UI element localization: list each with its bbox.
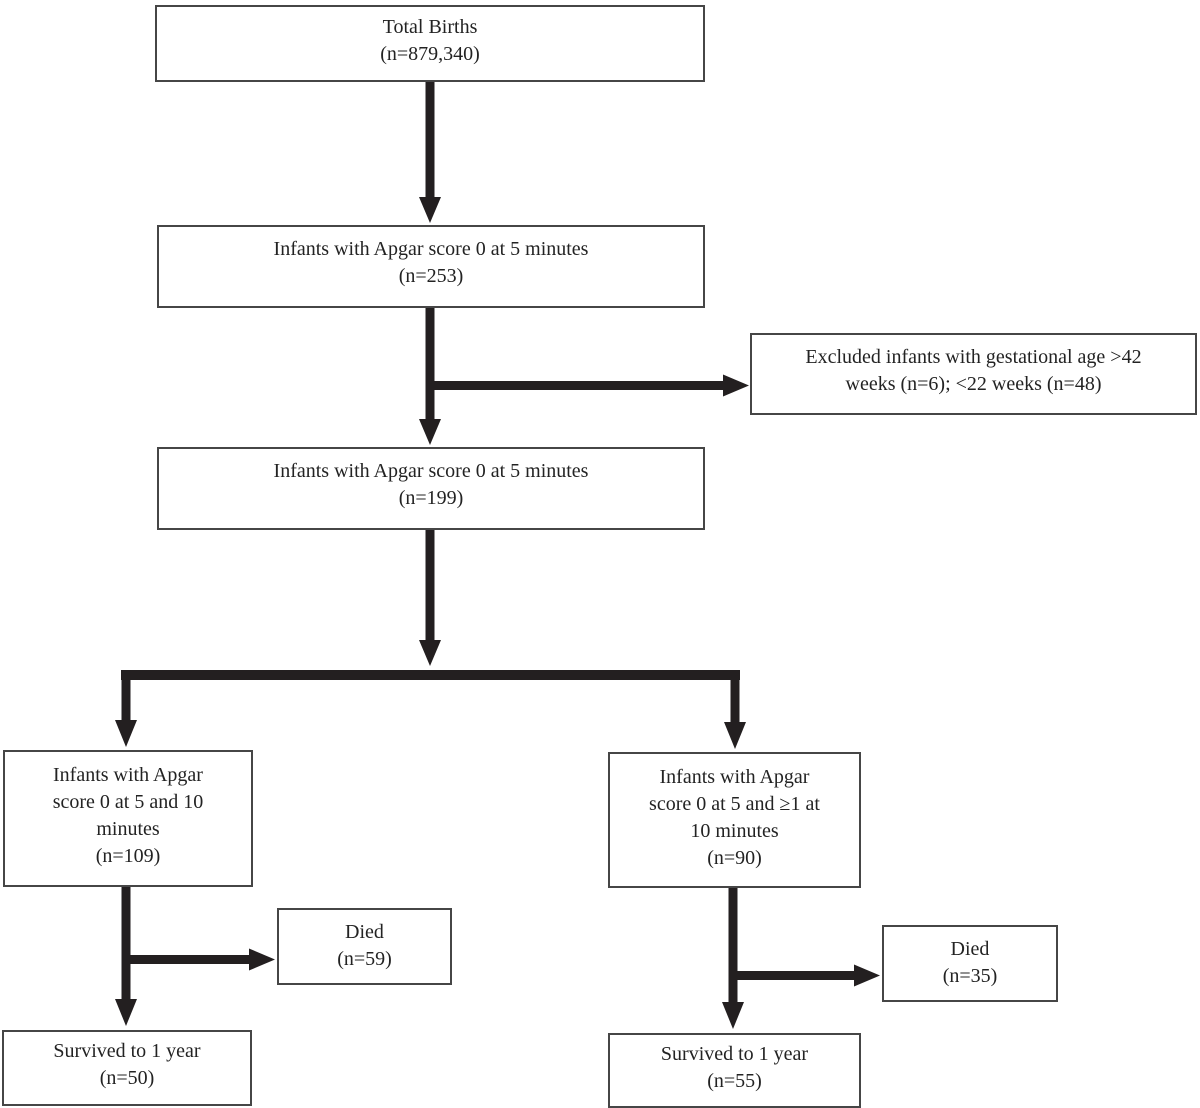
node-count: (n=879,340) bbox=[380, 43, 480, 65]
node-excluded-infants: Excluded infants with gestational age >4… bbox=[750, 333, 1197, 415]
arrow-left-to-died bbox=[121, 948, 275, 971]
node-line: Survived to 1 year bbox=[53, 1040, 201, 1062]
node-count: (n=50) bbox=[99, 1067, 155, 1089]
node-count: (n=253) bbox=[398, 265, 464, 287]
node-survived-left: Survived to 1 year (n=50) bbox=[2, 1030, 252, 1106]
node-apgar0-5-ge1-10: Infants with Apgar score 0 at 5 and ≥1 a… bbox=[608, 752, 861, 888]
arrow-total-to-apgar253 bbox=[419, 82, 441, 223]
arrow-apgar199-to-split bbox=[419, 530, 441, 666]
node-apgar0-5-and-10: Infants with Apgar score 0 at 5 and 10 m… bbox=[3, 750, 253, 887]
node-count: (n=199) bbox=[398, 487, 464, 509]
node-count: (n=90) bbox=[707, 847, 762, 869]
arrow-to-excluded bbox=[425, 374, 749, 397]
arrow-right-to-survived bbox=[722, 888, 744, 1029]
arrow-split-to-right-branch bbox=[724, 670, 746, 749]
node-line: score 0 at 5 and 10 bbox=[52, 791, 204, 813]
node-count: (n=35) bbox=[942, 965, 998, 987]
node-line: Infants with Apgar bbox=[53, 764, 203, 786]
node-line: Died bbox=[950, 938, 990, 960]
node-line: Infants with Apgar score 0 at 5 minutes bbox=[273, 238, 589, 260]
node-survived-right: Survived to 1 year (n=55) bbox=[608, 1033, 861, 1108]
arrow-apgar253-to-apgar199 bbox=[419, 308, 441, 445]
node-apgar0-5min-all: Infants with Apgar score 0 at 5 minutes … bbox=[157, 225, 705, 308]
node-count: (n=55) bbox=[707, 1070, 762, 1092]
arrow-right-to-died bbox=[728, 964, 880, 987]
split-bar bbox=[121, 670, 740, 680]
node-line: weeks (n=6); <22 weeks (n=48) bbox=[845, 373, 1102, 395]
node-line: score 0 at 5 and ≥1 at bbox=[649, 793, 820, 815]
node-died-right: Died (n=35) bbox=[882, 925, 1058, 1002]
node-total-births: Total Births (n=879,340) bbox=[155, 5, 705, 82]
node-count: (n=109) bbox=[95, 845, 161, 867]
arrow-split-to-left-branch bbox=[115, 670, 137, 747]
node-line: Infants with Apgar bbox=[659, 766, 810, 788]
node-line: Excluded infants with gestational age >4… bbox=[805, 346, 1142, 368]
node-line: Survived to 1 year bbox=[660, 1043, 809, 1065]
node-line: Infants with Apgar score 0 at 5 minutes bbox=[273, 460, 589, 482]
node-died-left: Died (n=59) bbox=[277, 908, 452, 985]
node-line: Died bbox=[345, 921, 384, 943]
node-line: minutes bbox=[96, 818, 160, 840]
node-count: (n=59) bbox=[337, 948, 392, 970]
arrow-left-to-survived bbox=[115, 887, 137, 1026]
node-apgar0-5min-included: Infants with Apgar score 0 at 5 minutes … bbox=[157, 447, 705, 530]
node-line: Total Births bbox=[382, 16, 478, 38]
node-line: 10 minutes bbox=[690, 820, 779, 842]
